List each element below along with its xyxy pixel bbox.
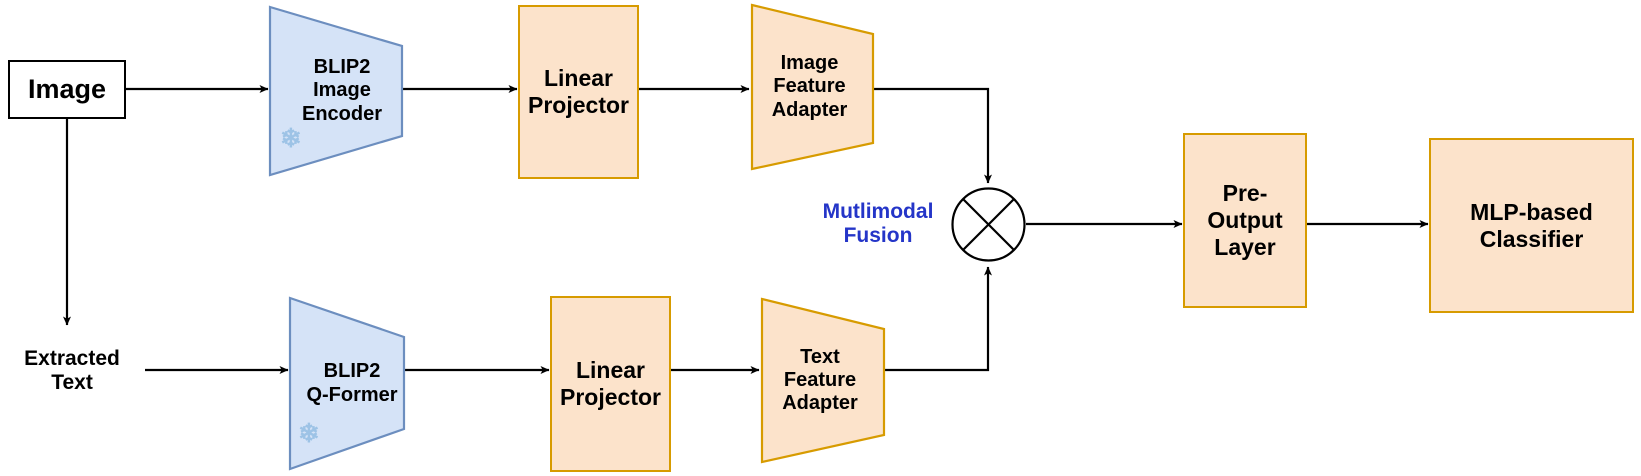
node-multimodal-fusion-label-wrap[interactable]: Mutlimodal Fusion [808, 193, 948, 255]
node-blip2-qformer-label: BLIP2 Q-Former [306, 360, 398, 406]
node-blip2-qformer[interactable]: BLIP2 Q-Former ❄ [288, 296, 406, 471]
node-text-feature-adapter[interactable]: Text Feature Adapter [760, 297, 886, 464]
node-mlp-classifier-label: MLP-based Classifier [1470, 198, 1593, 252]
node-image-feature-adapter[interactable]: Image Feature Adapter [750, 3, 875, 171]
node-image-feature-adapter-label: Image Feature Adapter [771, 52, 848, 121]
node-image-input[interactable]: Image [8, 60, 126, 119]
node-linear-projector-image-label: Linear Projector [528, 65, 629, 118]
node-text-feature-adapter-label: Text Feature Adapter [782, 345, 858, 415]
trapezoid-shape [760, 297, 886, 464]
node-extracted-text-label: Extracted Text [24, 346, 120, 394]
snowflake-icon: ❄ [298, 418, 320, 448]
node-blip2-image-encoder[interactable]: BLIP2 Image Encoder ❄ [268, 5, 404, 177]
circle-cross-icon[interactable] [950, 186, 1027, 263]
node-image-input-label: Image [27, 73, 107, 104]
node-linear-projector-text-label: Linear Projector [560, 357, 661, 410]
node-linear-projector-image[interactable]: Linear Projector [518, 5, 639, 179]
node-pre-output-layer[interactable]: Pre- Output Layer [1183, 133, 1307, 308]
trapezoid-shape [288, 296, 406, 471]
node-extracted-text[interactable]: Extracted Text [2, 336, 142, 406]
node-multimodal-fusion-label: Mutlimodal Fusion [822, 199, 934, 247]
node-linear-projector-text[interactable]: Linear Projector [550, 296, 671, 472]
node-blip2-image-encoder-label: BLIP2 Image Encoder [301, 56, 383, 125]
node-mlp-classifier[interactable]: MLP-based Classifier [1429, 138, 1634, 313]
edge-text-adapter-to-fusion [884, 266, 992, 372]
trapezoid-shape [268, 5, 404, 177]
snowflake-icon: ❄ [280, 123, 302, 153]
node-pre-output-layer-label: Pre- Output Layer [1207, 180, 1283, 260]
edge-image-adapter-to-fusion [874, 87, 992, 184]
trapezoid-shape [750, 3, 875, 171]
